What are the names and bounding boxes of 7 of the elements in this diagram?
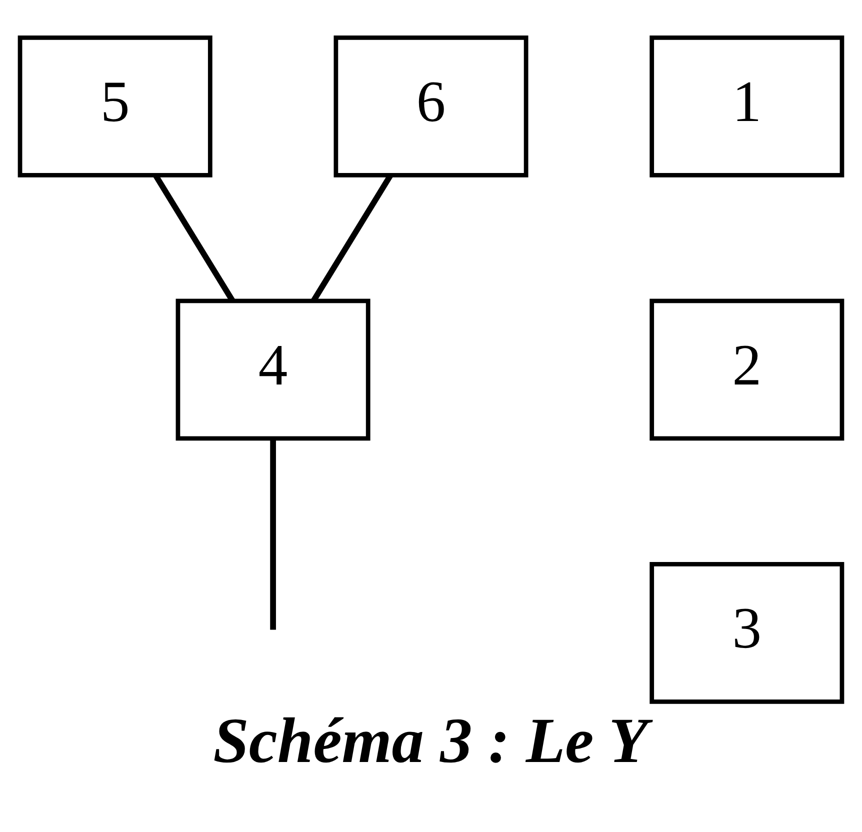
node-box: 4: [176, 298, 370, 440]
node-box: 1: [650, 35, 844, 177]
connector: [270, 438, 276, 630]
node-box: 3: [650, 562, 844, 704]
node-box: 5: [18, 35, 212, 177]
node-box: 2: [650, 298, 844, 440]
node-box: 6: [334, 35, 528, 177]
